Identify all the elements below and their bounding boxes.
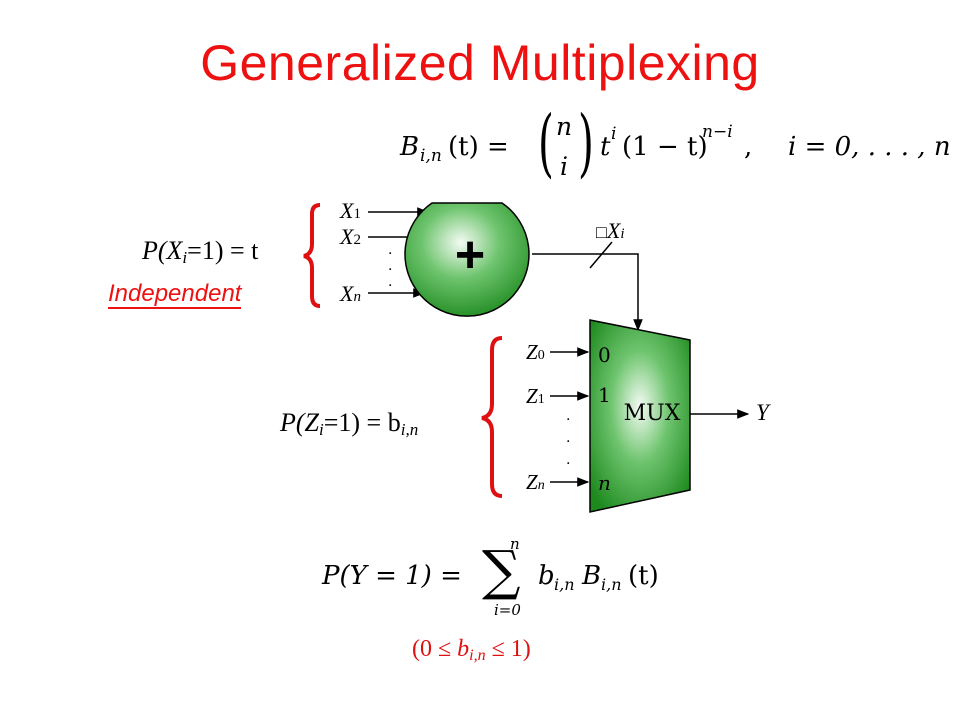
formula-t: t [600,132,611,162]
binom-right-paren: ) [578,100,594,186]
independent-label: Independent [108,280,242,309]
formula-lhs: B [400,132,420,162]
sum-lhs: P(Y = 1) = [322,561,462,591]
mux-select-0: 0 [598,343,611,367]
formula-factor-exp: n−i [702,122,733,142]
formula-factor: (1 − t) [622,132,708,162]
formula-range: i = 0, . . . , n [788,132,951,162]
adder-plus-symbol: + [455,226,485,284]
slide-title: Generalized Multiplexing [200,35,760,91]
binom-left-paren: ( [538,100,554,186]
mux-input-label-n: Zn [526,470,545,494]
mux-input-dots: . [566,408,570,424]
bus-slash [589,241,613,269]
sum-top: n [510,535,520,553]
adder-circle [404,202,530,317]
adder-output-label: □Xi [596,218,625,243]
adder-output-line [532,253,643,332]
sum-term-B: B [582,561,602,591]
adder-input-label-1: X1 [340,198,361,223]
formula-t-exp: i [611,124,617,144]
sum-term-arg: (t) [628,561,659,591]
brace-x [303,203,321,308]
svg-text:.: . [388,258,392,274]
sum-term-b: b [538,561,555,591]
sum-term-B-sub: i,n [601,575,622,594]
mux-probability-label: P(Zi=1) = bi,n [280,408,419,439]
sum-term-b-sub: i,n [554,575,575,594]
output-probability-formula: P(Y = 1) = n ∑ i=0 b i,n B i,n (t) [322,535,682,625]
coefficient-constraint: (0 ≤ bi,n ≤ 1) [412,636,531,664]
svg-text:.: . [388,274,392,290]
brace-z [481,336,503,498]
svg-text:.: . [566,430,570,446]
mux-body [589,319,691,513]
mux-output-label: Y [756,400,769,425]
mux-select-1: 1 [598,383,611,407]
adder-input-label-2: X2 [340,224,361,249]
binom-bottom: i [560,152,568,181]
formula-lhs-sub: i,n [420,146,442,166]
adder-input-dots: . [388,242,392,258]
mux-input-label-1: Z1 [526,384,545,408]
sum-bottom: i=0 [494,601,521,619]
adder-probability-label: P(Xi=1) = t [142,236,259,267]
formula-lhs-arg: (t) = [448,132,509,162]
adder-input-label-n: Xn [340,281,361,306]
formula-comma: , [744,132,753,162]
mux-select-n: n [598,471,611,495]
svg-text:.: . [566,452,570,468]
mux-label: MUX [624,401,681,426]
sum-symbol: ∑ [482,539,521,602]
binom-top: n [555,112,573,141]
mux-input-label-0: Z0 [526,340,545,364]
bernstein-formula: B i,n (t) = ( n i ) t i (1 − t) n−i , i … [400,106,960,192]
